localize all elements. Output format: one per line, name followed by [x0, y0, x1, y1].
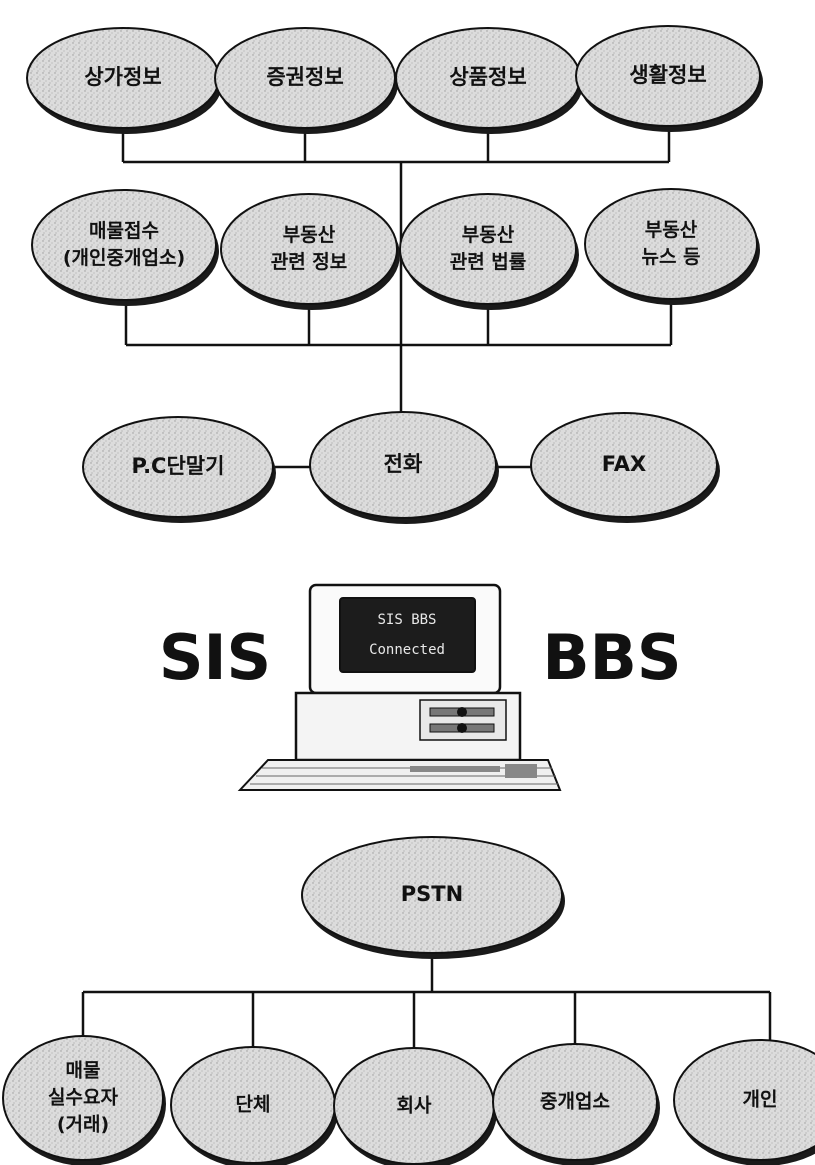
bubble-label: (거래): [57, 1114, 109, 1136]
bubble-label: 뉴스 등: [641, 246, 700, 268]
bubble-label: 관련 정보: [271, 251, 348, 273]
bubble-label: 상가정보: [84, 65, 161, 89]
user-node: 회사: [333, 1047, 497, 1165]
bubble-body: [673, 1039, 815, 1161]
computer-terminal: SIS BBS SIS BBS Connected: [159, 583, 682, 791]
bubble-label: FAX: [602, 452, 646, 476]
bubble-label: 매물: [66, 1060, 101, 1082]
computer-icon: SIS BBS Connected: [237, 583, 562, 791]
bubble-label: 단체: [236, 1094, 271, 1116]
info-node: 생활정보: [575, 25, 763, 132]
pstn-node: PSTN: [301, 836, 565, 959]
sis-label: SIS: [159, 621, 271, 694]
bubble-body: [220, 193, 398, 305]
info-node: 상품정보: [395, 27, 583, 134]
screen-line-1: SIS BBS: [377, 612, 436, 628]
bubble-label: 증권정보: [266, 65, 343, 89]
terminal-node: 전화: [309, 411, 499, 524]
bubble-label: 중개업소: [540, 1091, 610, 1113]
bubble-body: [31, 189, 217, 301]
user-node: 단체: [170, 1046, 338, 1165]
bubble-body: [399, 193, 577, 305]
bubble-body: [309, 411, 497, 519]
terminal-node: P.C단말기: [82, 416, 276, 523]
user-node: 중개업소: [492, 1043, 660, 1165]
bubble-label: 관련 법률: [450, 251, 527, 273]
bbs-label: BBS: [542, 621, 681, 694]
bubble-body: [301, 836, 563, 954]
bubble-body: [584, 188, 758, 300]
connector-lines: [81, 125, 772, 1052]
bubble-label: 개인: [743, 1089, 778, 1111]
bubble-body: [2, 1035, 164, 1161]
bubble-body: [530, 412, 718, 518]
bubble-label: PSTN: [401, 882, 463, 906]
terminal-node: FAX: [530, 412, 720, 523]
bubble-label: 부동산: [462, 224, 515, 246]
info-node: 증권정보: [214, 27, 398, 134]
bubble-body: [575, 25, 761, 127]
bubble-label: 매물접수: [89, 220, 159, 242]
bubble-label: 부동산: [283, 224, 336, 246]
bubble-label: (개인중개업소): [63, 247, 185, 269]
bubble-label: 전화: [384, 452, 423, 476]
realestate-node: 매물접수 (개인중개업소): [31, 189, 219, 306]
bubble-label: 회사: [397, 1095, 432, 1117]
bubble-body: [82, 416, 274, 518]
bubble-body: [492, 1043, 658, 1161]
bubble-label: 상품정보: [449, 65, 526, 89]
user-node: 개인: [673, 1039, 815, 1165]
bubble-label: 부동산: [645, 219, 698, 241]
info-node: 상가정보: [26, 27, 222, 134]
bubble-label: 실수요자: [48, 1087, 118, 1109]
bubble-label: P.C단말기: [132, 454, 225, 478]
screen-line-2: Connected: [369, 642, 445, 658]
bubble-label: 생활정보: [629, 63, 706, 87]
